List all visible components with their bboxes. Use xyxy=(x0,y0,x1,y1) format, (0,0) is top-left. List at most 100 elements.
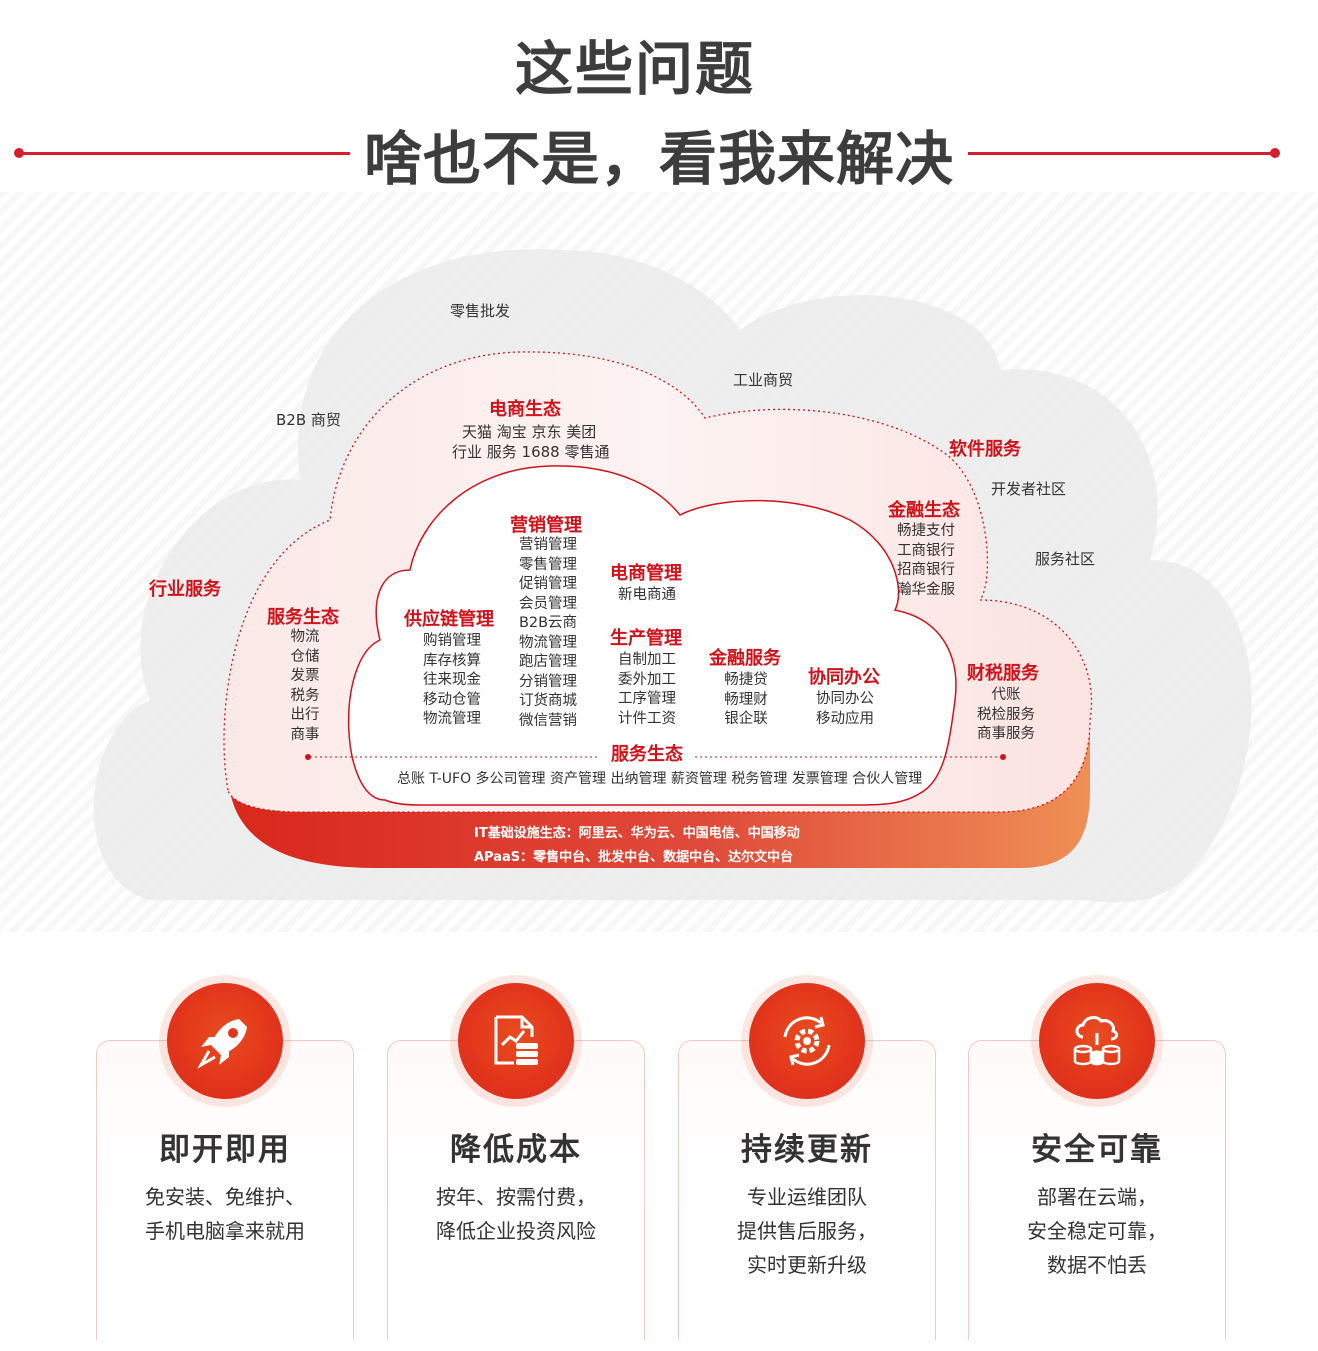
service-eco-bottom-title: 服务生态 xyxy=(611,744,683,765)
list-item: 微信营销 xyxy=(519,712,577,729)
rocket-icon xyxy=(167,983,283,1099)
card-title: 降低成本 xyxy=(450,1132,582,1168)
list-item: 物流管理 xyxy=(423,711,481,727)
list-item: 银企联 xyxy=(724,711,768,727)
card-description: 按年、按需付费， 降低企业投资风险 xyxy=(387,1180,645,1248)
card-line: 专业运维团队 xyxy=(747,1185,867,1209)
list-item: B2B云商 xyxy=(518,615,578,631)
finance-tax-list: 代账 税检服务 商事服务 xyxy=(970,686,1042,745)
list-item: 工序管理 xyxy=(618,691,676,707)
service-eco-title: 服务生态 xyxy=(267,607,339,628)
inner-cloud xyxy=(348,465,957,806)
list-item: 委外加工 xyxy=(618,671,676,688)
list-item: 移动应用 xyxy=(816,710,874,727)
list-item: 分销管理 xyxy=(519,673,577,690)
apaas-line: APaaS：零售中台、批发中台、数据中台、达尔文中台 xyxy=(474,850,794,865)
gear-refresh-icon xyxy=(749,983,865,1099)
list-item: 库存核算 xyxy=(423,652,481,669)
card-line: 免安装、免维护、 xyxy=(145,1185,305,1209)
label-retail-wholesale: 零售批发 xyxy=(450,302,511,320)
label-developer-community: 开发者社区 xyxy=(991,480,1067,498)
finance-tax-title: 财税服务 xyxy=(967,663,1039,684)
page-title-line2: 啥也不是，看我来解决 xyxy=(363,125,954,193)
list-item: 招商银行 xyxy=(897,562,955,578)
list-item: 新电商通 xyxy=(618,587,676,603)
card-line: 实时更新升级 xyxy=(747,1253,867,1277)
list-item: 仓储 xyxy=(290,648,320,665)
list-item: 购销管理 xyxy=(423,633,481,649)
label-industry-service: 行业服务 xyxy=(149,579,221,600)
list-item: 畅理财 xyxy=(724,691,768,708)
marketing-list: 营销管理 零售管理 促销管理 会员管理 B2B云商 物流管理 跑店管理 分销管理… xyxy=(514,536,582,731)
title-divider-right xyxy=(968,152,1274,155)
list-item: 往来现金 xyxy=(423,672,481,688)
card-line: 按年、按需付费， xyxy=(436,1185,596,1209)
supply-chain-list: 购销管理 库存核算 往来现金 移动仓管 物流管理 xyxy=(418,632,486,730)
document-cost-icon xyxy=(458,983,574,1099)
finance-eco-title: 金融生态 xyxy=(888,500,960,521)
ecommerce-mgmt-list: 新电商通 xyxy=(613,586,681,606)
card-description: 专业运维团队 提供售后服务， 实时更新升级 xyxy=(678,1180,936,1282)
card-line: 部署在云端， xyxy=(1037,1185,1157,1209)
list-item: 自制加工 xyxy=(618,652,676,668)
card-line: 降低企业投资风险 xyxy=(436,1219,596,1243)
label-software-service: 软件服务 xyxy=(949,439,1021,460)
it-infra-line: IT基础设施生态：阿里云、华为云、中国电信、中国移动 xyxy=(474,826,800,841)
page-title-line1: 这些问题 xyxy=(514,35,755,103)
list-item: 税务 xyxy=(290,687,320,704)
card-line: 手机电脑拿来就用 xyxy=(145,1219,305,1243)
separator-dot-left xyxy=(305,754,311,760)
ecommerce-eco-line2: 行业 服务 1688 零售通 xyxy=(452,443,610,461)
title-divider-left xyxy=(18,152,350,155)
list-item: 发票 xyxy=(290,668,320,684)
card-title: 即开即用 xyxy=(159,1132,291,1168)
marketing-title: 营销管理 xyxy=(510,515,582,536)
list-item: 畅捷贷 xyxy=(724,672,768,688)
label-service-community: 服务社区 xyxy=(1035,550,1096,568)
title-divider-dot-right xyxy=(1270,148,1280,158)
list-item: 计件工资 xyxy=(618,710,676,727)
supply-chain-title: 供应链管理 xyxy=(404,609,494,630)
collab-office-title: 协同办公 xyxy=(808,667,880,688)
list-item: 工商银行 xyxy=(897,542,955,559)
list-item: 营销管理 xyxy=(519,537,577,553)
service-eco-list: 物流 仓储 发票 税务 出行 商事 xyxy=(285,628,325,745)
production-title: 生产管理 xyxy=(610,628,682,649)
service-eco-bottom-line: 总账 T-UFO 多公司管理 资产管理 出纳管理 薪资管理 税务管理 发票管理 … xyxy=(397,771,923,787)
cloud-database-icon xyxy=(1039,983,1155,1099)
list-item: 协同办公 xyxy=(816,691,874,707)
list-item: 瀚华金服 xyxy=(897,581,955,598)
finance-eco-list: 畅捷支付 工商银行 招商银行 瀚华金服 xyxy=(893,522,959,600)
list-item: 跑店管理 xyxy=(519,654,577,670)
title-divider-dot-left xyxy=(14,148,24,158)
card-description: 部署在云端， 安全稳定可靠， 数据不怕丢 xyxy=(968,1180,1226,1282)
list-item: 促销管理 xyxy=(519,576,577,592)
list-item: 零售管理 xyxy=(519,556,577,573)
list-item: 会员管理 xyxy=(519,595,577,612)
list-item: 代账 xyxy=(991,687,1021,703)
ecommerce-eco-line1: 天猫 淘宝 京东 美团 xyxy=(462,423,597,441)
list-item: 物流 xyxy=(290,629,320,645)
card-description: 免安装、免维护、 手机电脑拿来就用 xyxy=(96,1180,354,1248)
card-line: 安全稳定可靠， xyxy=(1027,1219,1167,1243)
list-item: 商事 xyxy=(290,726,320,743)
label-industrial-trade: 工业商贸 xyxy=(733,371,794,389)
label-b2b-trade: B2B 商贸 xyxy=(276,411,341,429)
list-item: 税检服务 xyxy=(977,706,1035,723)
collab-office-list: 协同办公 移动应用 xyxy=(811,690,879,729)
production-list: 自制加工 委外加工 工序管理 计件工资 xyxy=(613,651,681,729)
finance-service-title: 金融服务 xyxy=(709,648,781,669)
list-item: 商事服务 xyxy=(977,726,1035,742)
finance-service-list: 畅捷贷 畅理财 银企联 xyxy=(713,671,779,730)
list-item: 订货商城 xyxy=(519,693,577,709)
card-line: 数据不怕丢 xyxy=(1047,1253,1147,1277)
card-line: 提供售后服务， xyxy=(737,1219,877,1243)
list-item: 移动仓管 xyxy=(423,691,481,708)
list-item: 畅捷支付 xyxy=(897,523,955,539)
ecommerce-mgmt-title: 电商管理 xyxy=(610,563,682,584)
card-title: 持续更新 xyxy=(741,1132,873,1168)
ecommerce-eco-title: 电商生态 xyxy=(489,399,561,420)
separator-dot-right xyxy=(1000,754,1006,760)
list-item: 物流管理 xyxy=(519,634,577,651)
card-title: 安全可靠 xyxy=(1031,1132,1163,1168)
